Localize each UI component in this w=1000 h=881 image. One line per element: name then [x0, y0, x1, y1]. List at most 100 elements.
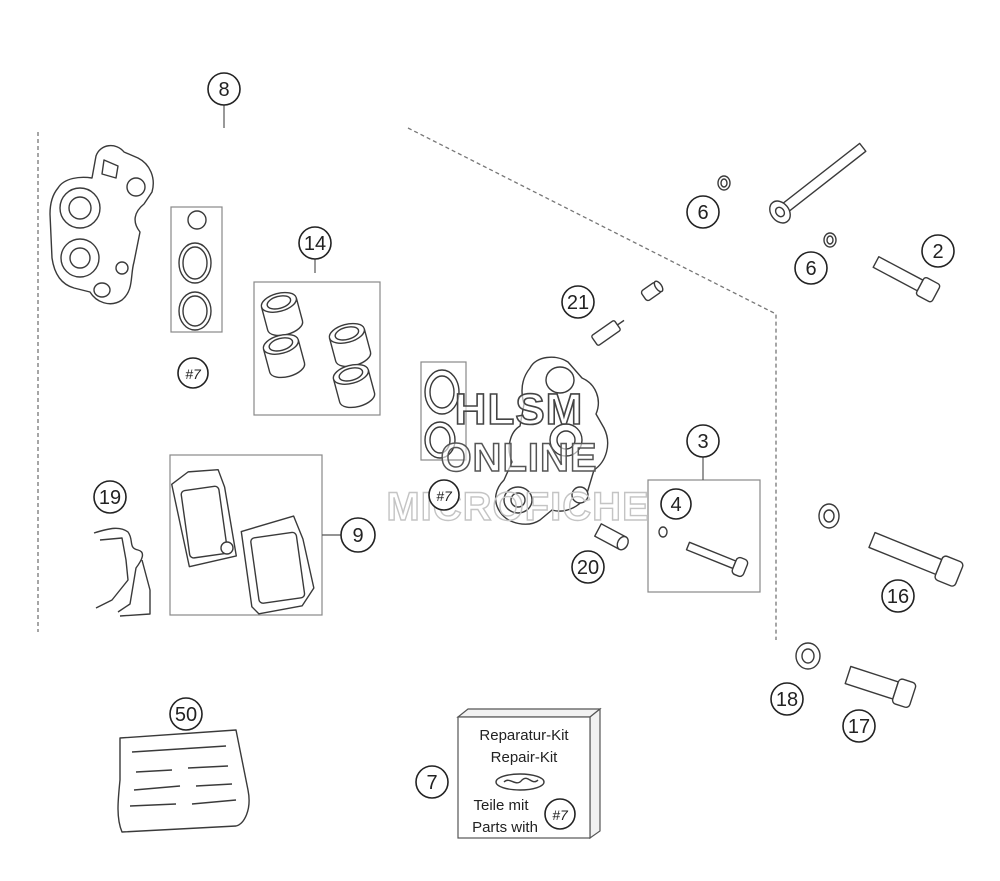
kit-contents-en: Parts with	[472, 819, 538, 836]
callout-21: 21	[561, 285, 595, 319]
piston-set-frame	[253, 281, 381, 416]
callout-ref-7-middle: #7	[428, 479, 460, 511]
parts-bag-drawing	[117, 729, 250, 833]
callout-18: 18	[770, 682, 804, 716]
kit-box-side	[589, 707, 601, 840]
callout-label: #7	[552, 807, 569, 823]
callout-circle	[415, 765, 449, 799]
brake-pad-drawing	[240, 515, 315, 615]
callout-6-upper: 6	[686, 195, 720, 229]
callout-circle	[794, 251, 828, 285]
caliper-hole	[115, 261, 129, 275]
piston-drawing	[260, 291, 304, 337]
callout-label: 16	[887, 586, 909, 608]
watermark-line-3: MICROFICHE	[386, 485, 649, 529]
callout-17: 17	[842, 709, 876, 743]
callout-label: 2	[932, 241, 943, 263]
callout-label: 50	[175, 704, 197, 726]
callout-label: #7	[185, 366, 202, 382]
callout-ref-7-left: #7	[177, 357, 209, 389]
washer-drawing	[795, 642, 821, 670]
callout-label: 8	[218, 79, 229, 101]
caliper-hole	[126, 177, 146, 197]
piston-drawing	[262, 333, 306, 379]
washer-drawing	[818, 503, 840, 529]
caliper-bore-inner	[69, 247, 91, 269]
callout-20: 20	[571, 550, 605, 584]
watermark-line-2: ONLINE	[440, 436, 597, 480]
caliper-body	[49, 145, 154, 305]
callout-label: 19	[99, 487, 121, 509]
banjo-bolt-drawing	[872, 256, 941, 303]
kit-logo-icon	[495, 773, 545, 791]
screw-drawing	[685, 541, 749, 578]
callout-label: 20	[577, 557, 599, 579]
repair-kit-box: Reparatur-Kit Repair-Kit Teile mit Parts…	[456, 707, 602, 840]
callout-6-lower: 6	[794, 251, 828, 285]
callout-circle	[207, 72, 241, 106]
callout-circle	[298, 226, 332, 260]
bleeder-cap-drawing	[640, 280, 664, 302]
callout-circle	[686, 424, 720, 458]
callout-16: 16	[881, 579, 915, 613]
callout-circle	[428, 479, 460, 511]
callout-label: 4	[670, 494, 681, 516]
callout-circle	[561, 285, 595, 319]
seal-set-frame	[420, 361, 467, 461]
kit-box-top	[456, 708, 602, 718]
seal-set-frame	[170, 206, 223, 333]
caliper-bolt-drawing	[868, 531, 964, 587]
callout-circle	[881, 579, 915, 613]
callout-circle	[93, 480, 127, 514]
kit-label-de: Reparatur-Kit	[479, 727, 569, 744]
guide-sleeve-drawing	[594, 523, 629, 551]
seal-set-drawing	[178, 210, 212, 331]
callout-label: 21	[567, 292, 589, 314]
callout-circle	[660, 488, 692, 520]
callout-9: 9	[340, 517, 376, 553]
caliper-hole	[93, 282, 111, 298]
callout-label: 17	[848, 716, 870, 738]
caliper-boss	[101, 159, 119, 179]
callout-label: 3	[697, 431, 708, 453]
callout-4: 4	[660, 488, 692, 520]
callout-ref-7-kit: #7	[544, 798, 576, 830]
piston-seal-inner	[182, 295, 208, 327]
pad-pin-drawing	[220, 541, 234, 555]
callout-label: 6	[697, 202, 708, 224]
brake-line-drawing	[769, 142, 867, 224]
callout-50: 50	[169, 697, 203, 731]
callout-circle	[770, 682, 804, 716]
callout-label: 9	[352, 525, 363, 547]
sealing-washer-drawing	[823, 232, 837, 248]
group-separator-lines	[37, 127, 777, 640]
piston-drawing	[328, 322, 372, 368]
rear-caliper-drawing	[49, 145, 154, 305]
callout-circle	[921, 234, 955, 268]
callout-circle	[686, 195, 720, 229]
callout-circle	[571, 550, 605, 584]
callout-2: 2	[921, 234, 955, 268]
callout-circle	[842, 709, 876, 743]
piston-drawing	[332, 363, 376, 409]
callout-label: 14	[304, 233, 326, 255]
watermark: HLSM ONLINE MICROFICHE	[386, 384, 650, 530]
callout-7: 7	[415, 765, 449, 799]
o-ring-drawing	[658, 526, 668, 538]
callout-3: 3	[686, 424, 720, 458]
sealing-washer-drawing	[717, 175, 731, 191]
callout-19: 19	[93, 480, 127, 514]
callout-8: 8	[207, 72, 241, 106]
callout-label: 18	[776, 689, 798, 711]
callout-label: #7	[436, 488, 453, 504]
callout-circle	[544, 798, 576, 830]
spring-clip-drawing	[93, 527, 151, 617]
kit-label-en: Repair-Kit	[491, 749, 559, 766]
seal-set-drawing	[424, 369, 460, 459]
caliper-bolt-drawing	[844, 665, 917, 709]
screw-set-frame	[647, 479, 761, 593]
callout-14: 14	[298, 226, 332, 260]
callout-circle	[177, 357, 209, 389]
brake-pad-drawing	[171, 468, 238, 568]
